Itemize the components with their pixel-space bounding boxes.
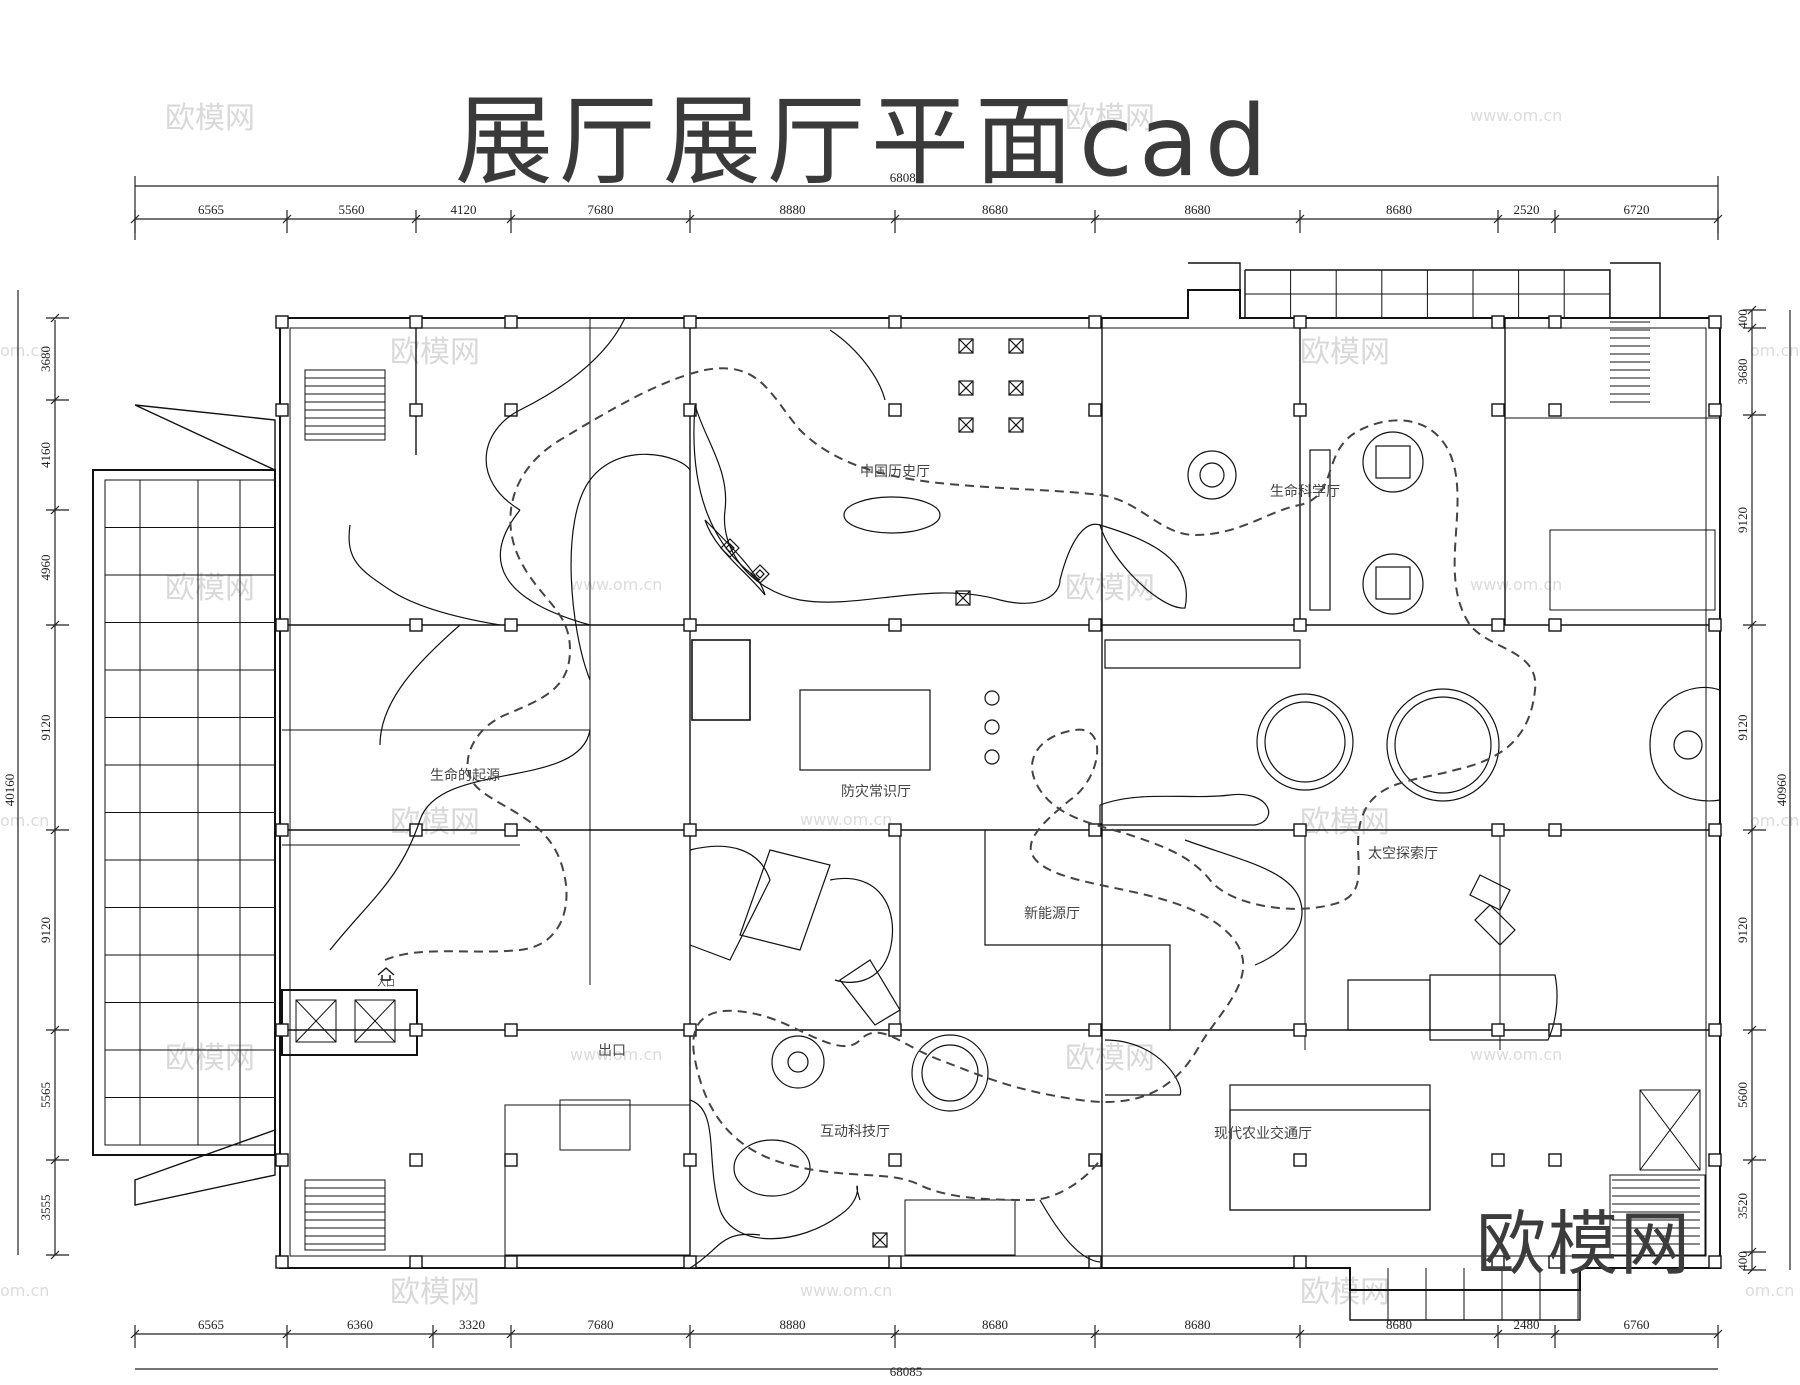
dim-segment-label: 3520 (1735, 1193, 1750, 1219)
watermark-url: om.cn (0, 811, 49, 830)
watermark-text: 欧模网 (165, 101, 255, 136)
exhibit-markers (720, 338, 1024, 1248)
watermark-text: 欧模网 (1065, 101, 1155, 136)
dim-segment-label: 4160 (38, 442, 53, 468)
dim-segment-label: 9120 (1735, 507, 1750, 533)
dim-left-total: 40160 (2, 774, 17, 807)
room-label-entrance: 入口 (377, 978, 395, 989)
dim-segment-label: 400 (1735, 1251, 1750, 1271)
entrance-arrow-icon (377, 967, 395, 981)
dim-segment-label: 3680 (38, 346, 53, 372)
watermark-text: 欧模网 (165, 571, 255, 606)
dim-segment-label: 5565 (38, 1082, 53, 1108)
watermark-url: www.om.cn (1470, 106, 1562, 125)
watermark-url: om.cn (0, 341, 49, 360)
watermark-url: www.om.cn (570, 1045, 662, 1064)
dimension-lines (17, 176, 1791, 1370)
dim-segment-label: 2520 (1514, 202, 1540, 217)
dim-segment-label: 8680 (1386, 202, 1412, 217)
watermark-text: 欧模网 (1300, 335, 1390, 370)
dim-segment-label: 6360 (347, 1317, 373, 1332)
room-label-life-science: 生命科学厅 (1270, 483, 1340, 500)
dim-segment-label: 5560 (339, 202, 365, 217)
dim-segment-label: 9120 (1735, 917, 1750, 943)
exhibit-partitions (329, 317, 1721, 1269)
room-label-exit: 出口 (598, 1043, 626, 1059)
watermark-text: 欧模网 (390, 1275, 480, 1310)
watermark-url: www.om.cn (570, 575, 662, 594)
room-labels: 中国历史厅 生命科学厅 生命的起源 防灾常识厅 太空探索厅 新能源厅 互动科技厅… (377, 464, 1438, 1142)
dim-segment-label: 7680 (588, 1317, 614, 1332)
watermark-url: om.cn (1750, 811, 1799, 830)
dim-segment-label: 9120 (38, 715, 53, 741)
brand-logo-text: 欧模网 (1476, 1203, 1692, 1285)
watermark-url: www.om.cn (800, 1281, 892, 1300)
visitor-route (384, 367, 1537, 1202)
watermark-text: 欧模网 (1065, 1041, 1155, 1076)
dim-segment-label: 8880 (780, 1317, 806, 1332)
watermark-text: 欧模网 (390, 805, 480, 840)
watermark-text: 欧模网 (1065, 571, 1155, 606)
watermark-url: om.cn (1750, 341, 1799, 360)
dim-segment-label: 8680 (982, 1317, 1008, 1332)
dim-segment-label: 8680 (1386, 1317, 1412, 1332)
dim-segment-label: 8880 (780, 202, 806, 217)
room-label-disaster-prevention: 防灾常识厅 (841, 783, 911, 800)
room-label-agriculture-transport: 现代农业交通厅 (1214, 1125, 1312, 1142)
dim-segment-label: 7680 (588, 202, 614, 217)
dim-segment-label: 3680 (1735, 359, 1750, 385)
watermark-text: 欧模网 (1300, 805, 1390, 840)
dim-segment-label: 3555 (38, 1195, 53, 1221)
dim-segment-label: 400 (1735, 309, 1750, 329)
dim-segment-label: 8680 (1185, 202, 1211, 217)
watermark-url: om.cn (1745, 1281, 1794, 1300)
room-label-space-exploration: 太空探索厅 (1368, 845, 1438, 862)
dim-segment-label: 6565 (198, 1317, 224, 1332)
dim-segment-label: 6720 (1624, 202, 1650, 217)
watermark-text: 欧模网 (165, 1041, 255, 1076)
watermark-url: www.om.cn (800, 810, 892, 829)
watermark-url: om.cn (0, 1281, 49, 1300)
watermark-url: www.om.cn (1470, 575, 1562, 594)
page-title: 展厅展厅平面cad (455, 85, 1274, 199)
room-label-interactive-tech: 互动科技厅 (820, 1124, 890, 1140)
dim-segment-label: 8680 (1185, 1317, 1211, 1332)
watermark-text: 欧模网 (390, 335, 480, 370)
dim-segment-label: 6565 (198, 202, 224, 217)
balcony-grid (105, 270, 1700, 1320)
dim-right-total: 40960 (1774, 774, 1789, 807)
dim-segment-label: 9120 (1735, 715, 1750, 741)
dim-segment-label: 5600 (1735, 1082, 1750, 1108)
dim-bottom-total: 68085 (890, 1364, 923, 1379)
watermark-layer: 欧模网 欧模网 www.om.cn 欧模网 欧模网 欧模网 欧模网 www.om… (0, 101, 1799, 1310)
dim-segment-label: 6760 (1624, 1317, 1650, 1332)
watermark-text: 欧模网 (1300, 1275, 1390, 1310)
room-label-history: 中国历史厅 (860, 464, 930, 480)
dim-segment-label: 9120 (38, 917, 53, 943)
dim-segment-label: 4960 (38, 555, 53, 581)
dim-segment-label: 3320 (459, 1317, 485, 1332)
dim-top-total: 68085 (890, 170, 923, 185)
structural-columns (275, 315, 1722, 1269)
watermark-url: www.om.cn (1470, 1045, 1562, 1064)
dim-segment-label: 8680 (982, 202, 1008, 217)
room-label-new-energy: 新能源厅 (1024, 906, 1080, 922)
dimension-labels: 68085 68085 40160 40960 6565 5560 4120 7680… (2, 170, 1789, 1379)
dim-segment-label: 2480 (1514, 1317, 1540, 1332)
dim-segment-label: 4120 (451, 202, 477, 217)
room-label-origin-of-life: 生命的起源 (430, 767, 500, 784)
